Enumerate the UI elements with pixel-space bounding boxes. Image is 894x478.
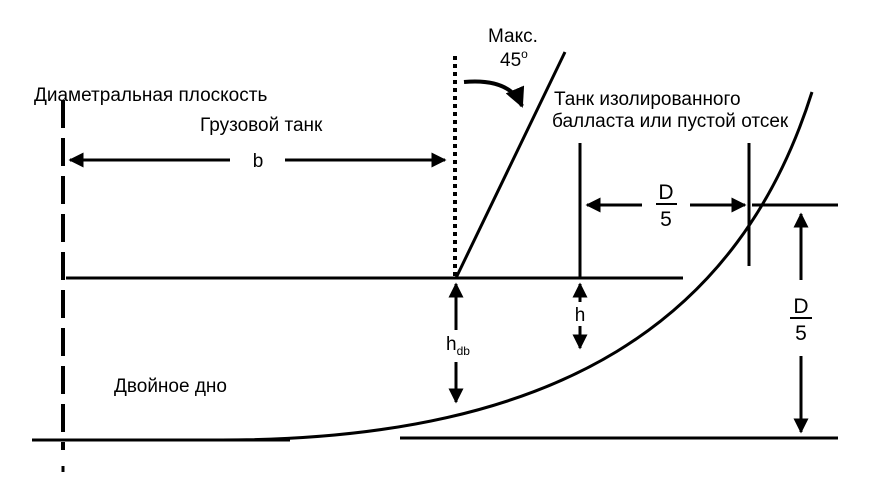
ballast-label-line2: балласта или пустой отсек	[552, 111, 789, 132]
h-label: h	[575, 305, 586, 326]
b-label: b	[253, 151, 264, 172]
d5-h-numerator: D	[658, 181, 673, 204]
d5-v-denominator: 5	[795, 322, 807, 345]
hdb-label: hdb	[446, 334, 470, 358]
slanted-bulkhead	[454, 51, 567, 279]
centerline-label: Диаметральная плоскость	[34, 85, 267, 106]
cargo-tank-label: Грузовой танк	[200, 115, 323, 136]
d5-h-denominator: 5	[660, 208, 672, 231]
d5-v-numerator: D	[793, 295, 808, 318]
angle-arc-arrow	[463, 79, 525, 108]
double-bottom-label: Двойное дно	[114, 376, 227, 397]
ballast-label-line1: Танк изолированного	[554, 89, 741, 110]
max-label: Макс.	[488, 26, 538, 47]
angle-label: 45o	[500, 47, 528, 71]
hull-curve	[221, 91, 814, 442]
